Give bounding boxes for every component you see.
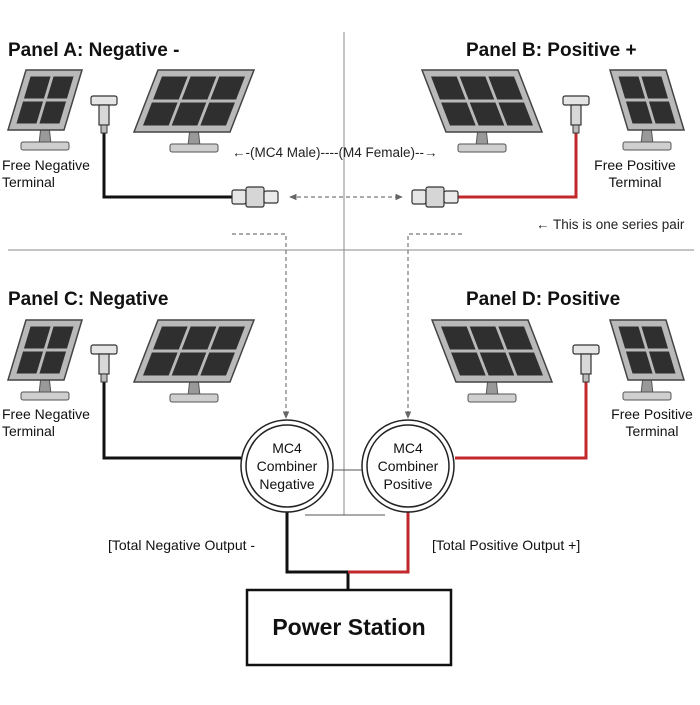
panel-a-terminal-line2: Terminal: [2, 174, 55, 190]
combiner-positive-line1: MC4: [393, 440, 423, 456]
connector-d-t-branch: [572, 344, 600, 383]
combiner-negative-line1: MC4: [272, 440, 302, 456]
panel-d-terminal-line1: Free Positive: [611, 406, 693, 422]
combiner-negative-label: MC4 Combiner Negative: [242, 439, 332, 493]
total-negative-output-label: [Total Negative Output -: [108, 537, 256, 553]
panel-c-small: [6, 319, 84, 401]
wire-output-positive: [348, 510, 410, 574]
panel-a-small: [6, 69, 84, 151]
wires: [102, 133, 588, 590]
connector-a-t-branch: [90, 95, 118, 134]
combiner-negative: [240, 419, 334, 513]
connection-arrows: [232, 193, 462, 419]
combiner-positive-line2: Combiner: [377, 458, 439, 474]
combiner-negative-line3: Negative: [259, 476, 315, 492]
connector-c-t-branch: [90, 344, 118, 383]
panel-b-terminal-label: Free Positive Terminal: [590, 157, 680, 191]
panel-d-small: [608, 319, 686, 401]
wire-panel-d-positive: [455, 382, 588, 460]
panel-a-terminal-label: Free Negative Terminal: [2, 157, 90, 191]
panel-c-terminal-line2: Terminal: [2, 423, 55, 439]
series-pair-note: ← This is one series pair: [536, 217, 685, 232]
panel-c-terminal-line1: Free Negative: [2, 406, 90, 422]
combiner-positive-line3: Positive: [383, 476, 433, 492]
panel-b-small: [608, 69, 686, 151]
connector-b-t-branch: [562, 95, 590, 134]
connector-mc4-male: [231, 186, 279, 208]
panel-d-title: Panel D: Positive: [466, 289, 621, 310]
panel-b-terminal-line2: Terminal: [608, 174, 662, 190]
combiner-positive: [361, 419, 455, 513]
wire-output-negative: [285, 510, 350, 590]
panel-b-terminal-line1: Free Positive: [594, 157, 676, 173]
panel-a-terminal-line1: Free Negative: [2, 157, 90, 173]
panel-d-terminal-line2: Terminal: [625, 423, 679, 439]
panel-c-terminal-label: Free Negative Terminal: [2, 406, 90, 440]
panel-b-large: [420, 69, 544, 153]
wire-panel-b-positive: [458, 133, 578, 199]
panel-a-large: [132, 69, 256, 153]
power-station-label: Power Station: [272, 614, 426, 640]
panel-c-large: [132, 319, 256, 403]
power-station-box: [245, 588, 453, 667]
panel-c-title: Panel C: Negative: [8, 289, 169, 310]
arrow-a-to-negative-combiner: [232, 233, 290, 419]
connector-type-label: ←-(MC4 Male)----(M4 Female)--→: [232, 145, 438, 160]
panel-d-large: [430, 319, 554, 403]
combiner-negative-line2: Combiner: [256, 458, 318, 474]
wire-panel-a-negative: [102, 133, 232, 199]
connector-mc4-female: [411, 186, 459, 208]
panel-b-title: Panel B: Positive +: [466, 40, 637, 61]
total-positive-output-label: [Total Positive Output +]: [432, 537, 581, 553]
combiner-positive-label: MC4 Combiner Positive: [363, 439, 453, 493]
wire-panel-c-negative: [102, 382, 241, 460]
panel-d-terminal-label: Free Positive Terminal: [607, 406, 697, 440]
arrow-b-to-positive-combiner: [404, 233, 462, 419]
panel-a-title: Panel A: Negative -: [8, 40, 180, 61]
